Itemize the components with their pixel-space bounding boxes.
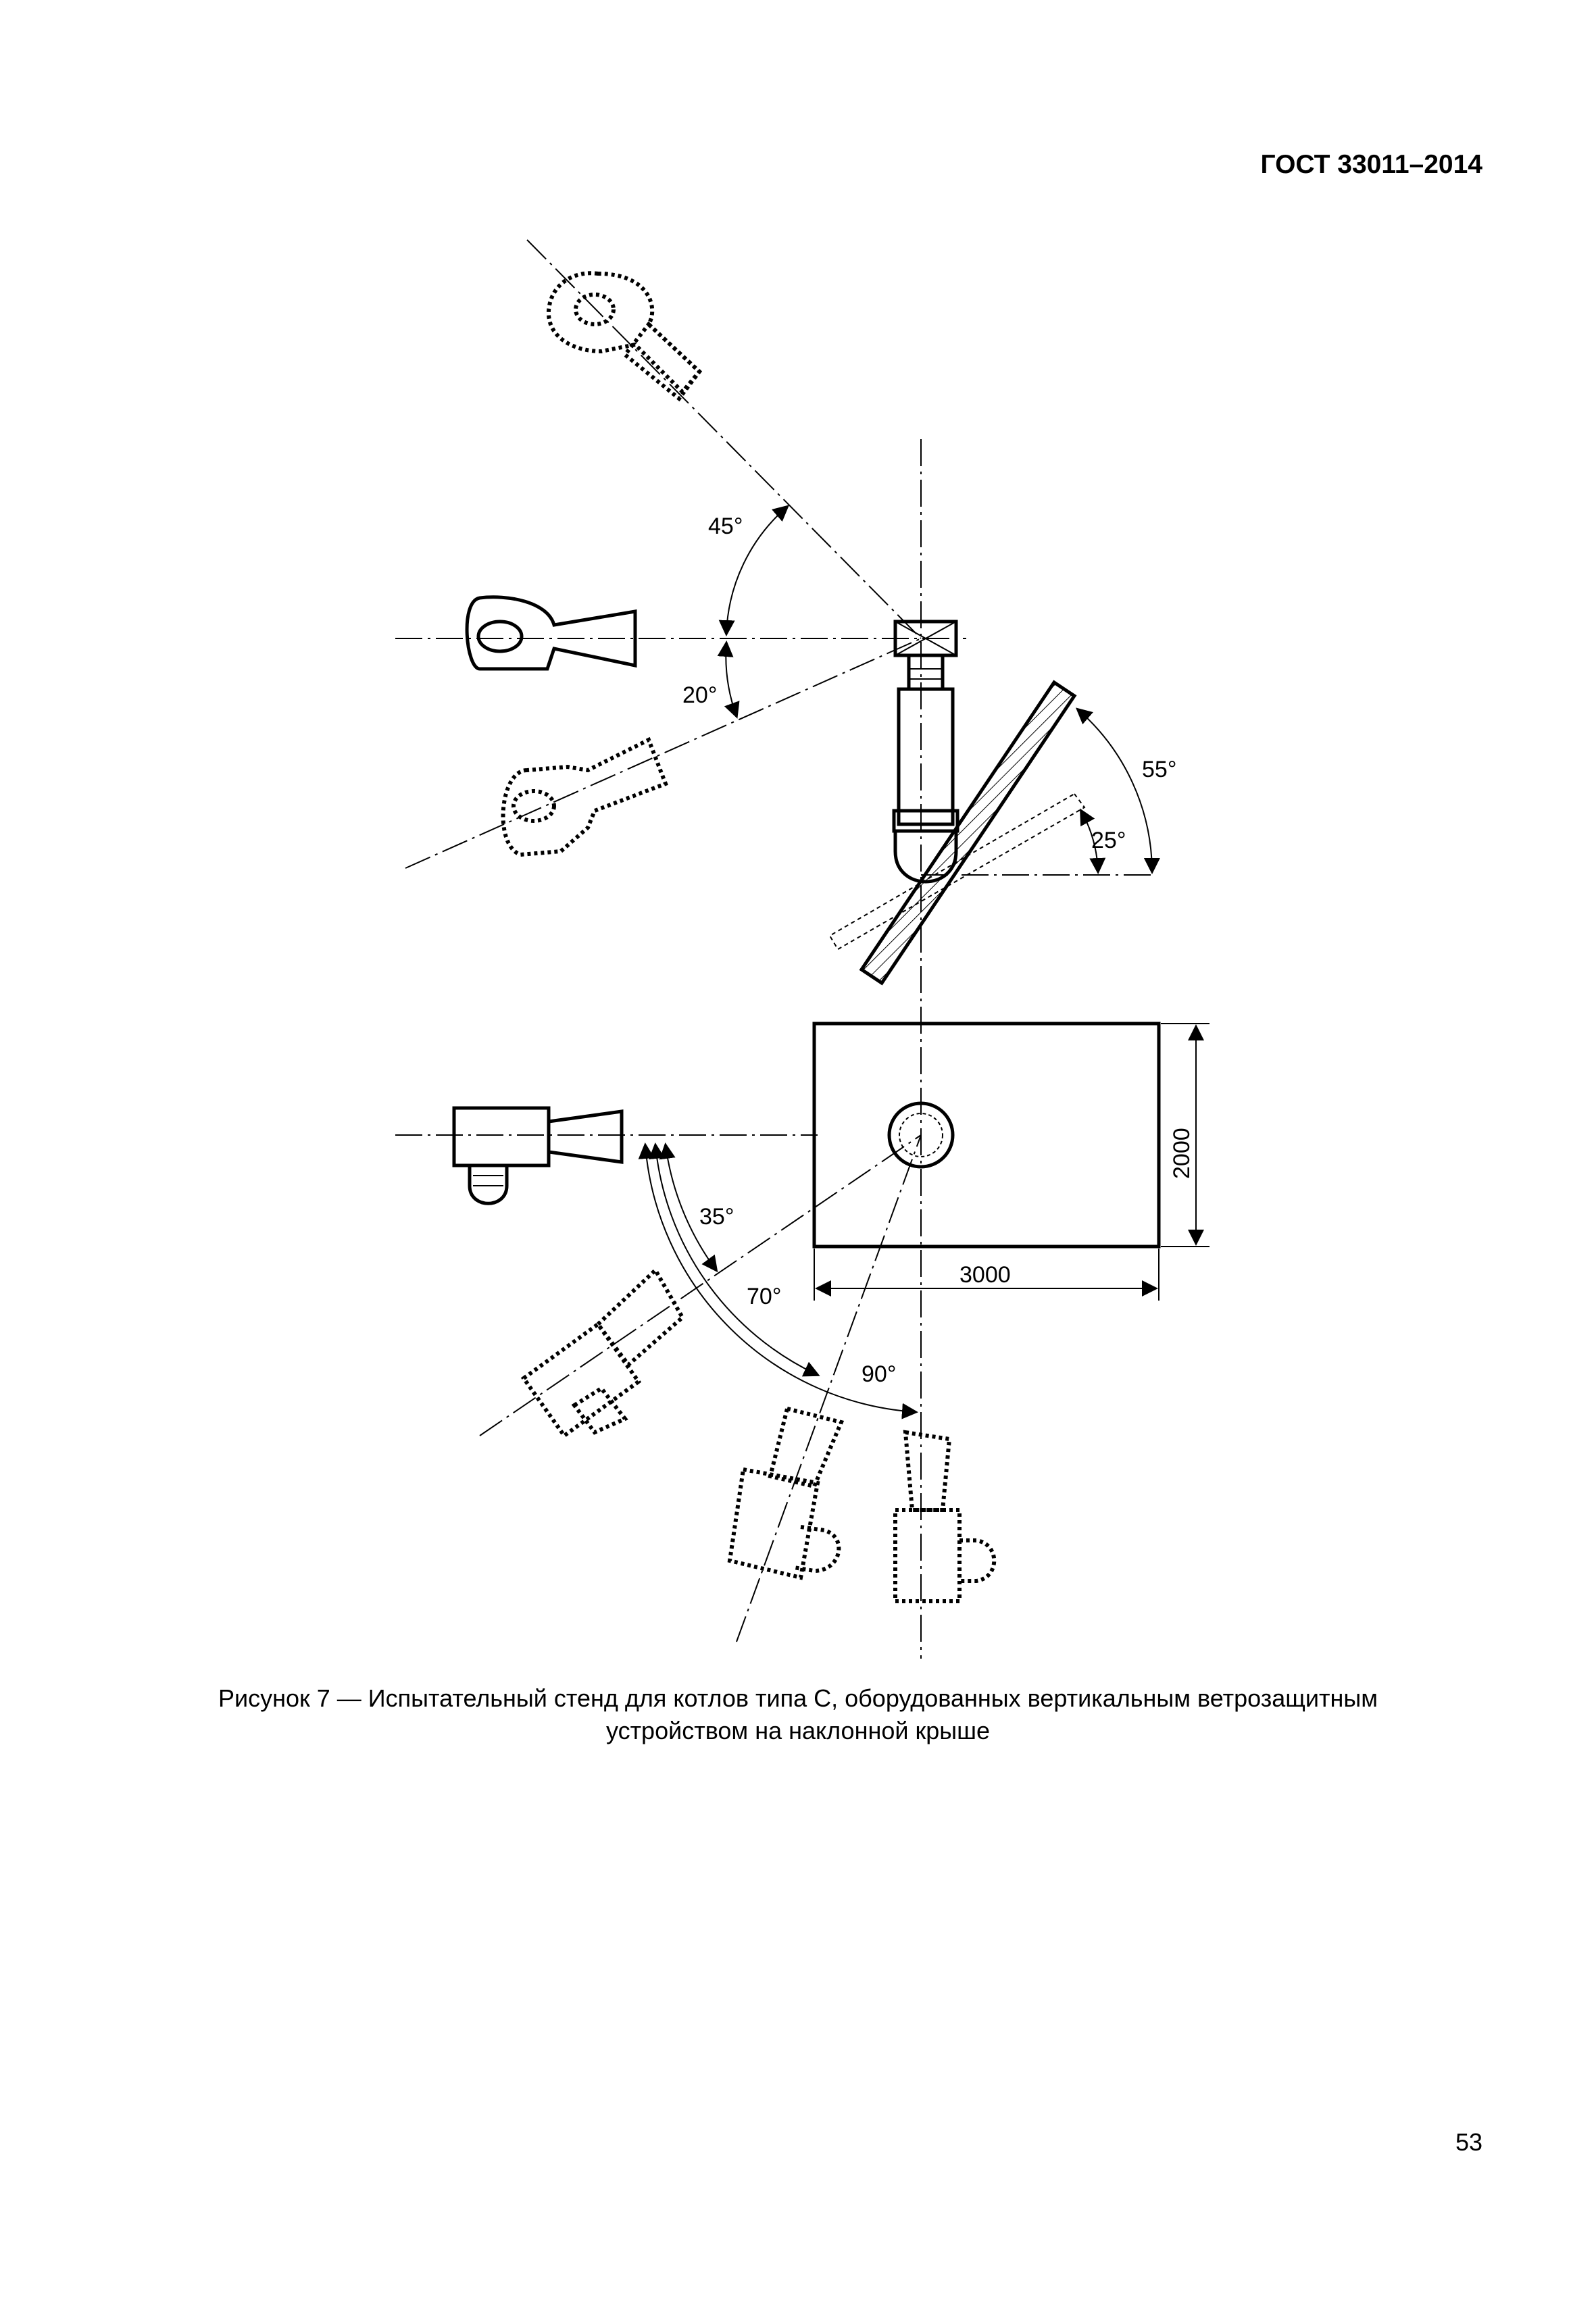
angle-arcs-bottom bbox=[638, 1142, 918, 1419]
caption-line-2: устройством на наклонной крыше bbox=[605, 1717, 991, 1744]
document-header: ГОСТ 33011–2014 bbox=[1260, 150, 1482, 179]
angle-arc-55 bbox=[1075, 707, 1160, 874]
angle-arc-25 bbox=[1080, 808, 1106, 874]
angle-label-25: 25° bbox=[1091, 828, 1126, 853]
angle-label-70: 70° bbox=[747, 1284, 781, 1309]
figure-caption: Рисунок 7 — Испытательный стенд для котл… bbox=[135, 1682, 1461, 1747]
test-area-rectangle bbox=[812, 1022, 1161, 1249]
terminal-position-45-up bbox=[546, 271, 703, 402]
terminal-plan-90 bbox=[893, 1430, 997, 1603]
figure-7-test-rig-diagram: 45° 20° 55° 25° 2000 bbox=[395, 239, 1210, 1659]
vertical-flue-terminal bbox=[892, 620, 959, 884]
dimension-height bbox=[1161, 1023, 1210, 1247]
angle-arc-45 bbox=[718, 505, 790, 636]
dimension-label-height: 2000 bbox=[1169, 1128, 1195, 1179]
angle-label-35: 35° bbox=[699, 1204, 734, 1230]
dimension-label-width: 3000 bbox=[959, 1262, 1011, 1288]
caption-line-1: Рисунок 7 — Испытательный стенд для котл… bbox=[218, 1684, 1378, 1712]
page-number: 53 bbox=[1455, 2128, 1482, 2156]
terminal-plan-horizontal bbox=[452, 1106, 624, 1205]
terminal-position-20-down bbox=[501, 736, 668, 857]
angle-label-55: 55° bbox=[1142, 757, 1176, 782]
angle-label-45: 45° bbox=[708, 513, 743, 539]
terminal-plan-35 bbox=[520, 1267, 685, 1439]
terminal-plan-70 bbox=[727, 1406, 845, 1580]
terminal-position-horizontal bbox=[465, 595, 637, 671]
inclined-roof-55 bbox=[859, 680, 1077, 986]
angle-label-90: 90° bbox=[862, 1361, 896, 1387]
center-lines bbox=[395, 239, 966, 1659]
angle-arc-20 bbox=[717, 640, 740, 719]
flue-outlet-circle bbox=[887, 1101, 955, 1169]
angle-label-20: 20° bbox=[682, 682, 717, 708]
